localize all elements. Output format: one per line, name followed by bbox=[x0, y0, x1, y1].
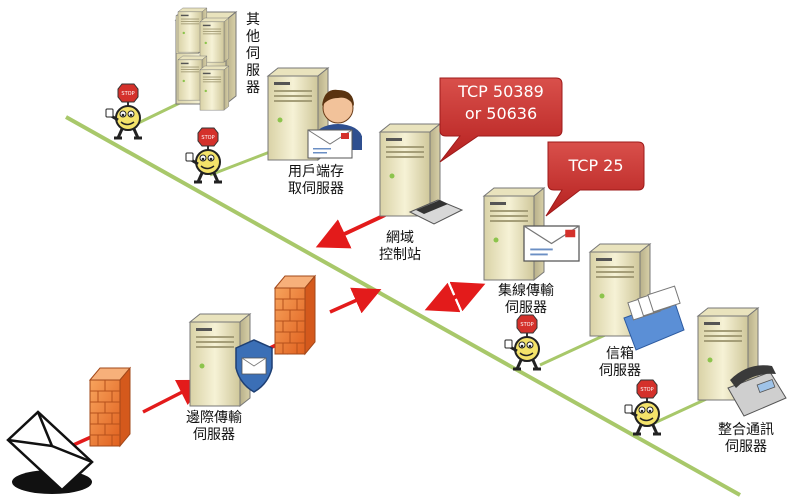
phone-icon bbox=[727, 365, 787, 417]
arrow-firewall-to-backbone bbox=[329, 287, 382, 314]
callout-smtp-text: TCP 25 bbox=[568, 156, 624, 175]
domain-controller-server-icon bbox=[379, 123, 441, 217]
stop-sign-character-icon bbox=[104, 82, 144, 140]
stop-sign-character-icon bbox=[503, 313, 543, 371]
link-client-access bbox=[209, 148, 276, 177]
callout-ldap-line2: or 50636 bbox=[464, 104, 538, 123]
arrow-smtp-bidirectional bbox=[424, 281, 486, 313]
callout-smtp bbox=[545, 141, 645, 217]
label-mailbox-line1: 信箱 bbox=[606, 346, 634, 362]
envelope-icon bbox=[523, 225, 580, 262]
label-mailbox-line2: 伺服器 bbox=[599, 363, 641, 379]
callout-ldap-text: TCP 50389 or 50636 bbox=[442, 81, 560, 125]
label-unified-messaging: 整合通訊 伺服器 bbox=[708, 422, 784, 456]
printer-icon bbox=[408, 199, 464, 225]
firewall-icon bbox=[89, 367, 131, 447]
callout-ldap-line1: TCP 50389 bbox=[458, 82, 544, 101]
firewall-icon bbox=[274, 275, 316, 355]
label-domain-controller: 網域 控制站 bbox=[368, 230, 432, 264]
stop-sign-character-icon bbox=[623, 378, 663, 436]
link-mailbox bbox=[539, 333, 606, 367]
label-other-servers: 其他伺服器 bbox=[246, 12, 260, 96]
shield-icon bbox=[235, 339, 273, 393]
label-edge-transport-line2: 伺服器 bbox=[193, 427, 235, 443]
other-servers-group bbox=[175, 7, 237, 111]
label-unified-messaging-line1: 整合通訊 bbox=[718, 422, 774, 438]
label-mailbox: 信箱 伺服器 bbox=[590, 346, 650, 380]
label-domain-controller-line2: 控制站 bbox=[379, 247, 421, 263]
label-unified-messaging-line2: 伺服器 bbox=[725, 439, 767, 455]
envelope-icon bbox=[307, 129, 353, 159]
server-icon bbox=[199, 65, 230, 111]
internet-mail-icon bbox=[6, 410, 94, 494]
arrow-ldap-to-backbone bbox=[315, 213, 386, 249]
label-edge-transport: 邊際傳輸 伺服器 bbox=[176, 410, 252, 444]
main-backbone bbox=[65, 115, 741, 497]
label-hub-transport-line1: 集線傳輸 bbox=[498, 283, 554, 299]
label-client-access: 用戶端存 取伺服器 bbox=[278, 164, 354, 198]
label-client-access-line1: 用戶端存 bbox=[288, 164, 344, 180]
label-hub-transport: 集線傳輸 伺服器 bbox=[488, 283, 564, 317]
mail-tray-icon bbox=[623, 285, 685, 351]
label-hub-transport-line2: 伺服器 bbox=[505, 300, 547, 316]
label-domain-controller-line1: 網域 bbox=[386, 230, 414, 246]
server-icon bbox=[199, 17, 230, 63]
callout-ldap bbox=[439, 77, 563, 163]
label-edge-transport-line1: 邊際傳輸 bbox=[186, 410, 242, 426]
label-client-access-line2: 取伺服器 bbox=[288, 181, 344, 197]
